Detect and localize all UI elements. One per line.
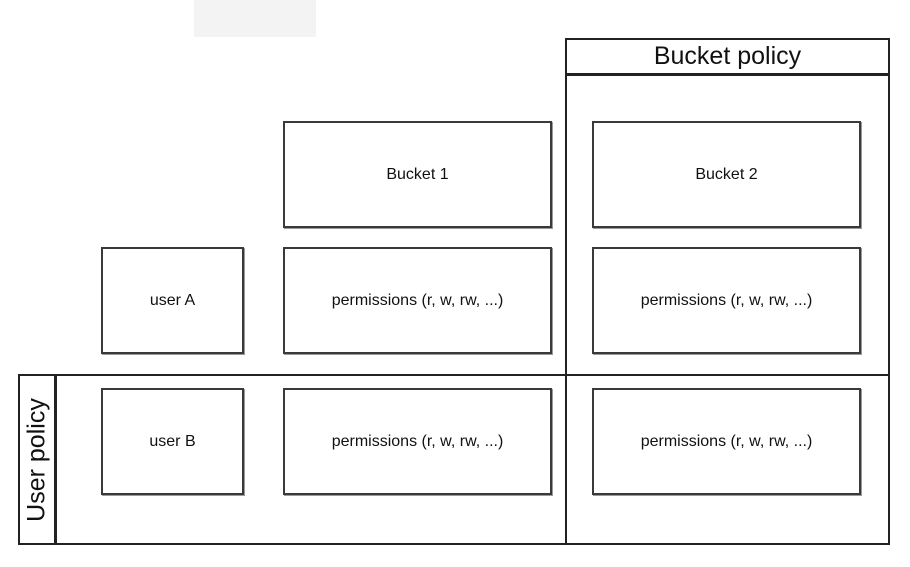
permissions-label: permissions (r, w, rw, ...) (331, 432, 504, 450)
permissions-user-a-bucket-2: permissions (r, w, rw, ...) (592, 247, 861, 354)
user-policy-label: User policy (22, 397, 51, 522)
bucket-policy-title: Bucket policy (565, 38, 890, 76)
user-b-box: user B (101, 388, 244, 495)
user-b-label: user B (149, 432, 196, 450)
bucket-1-box: Bucket 1 (283, 121, 552, 228)
permissions-user-a-bucket-1: permissions (r, w, rw, ...) (283, 247, 552, 354)
bucket-policy-label: Bucket policy (653, 42, 802, 70)
permissions-label: permissions (r, w, rw, ...) (331, 291, 504, 309)
background-artifact (194, 0, 316, 37)
permissions-label: permissions (r, w, rw, ...) (640, 432, 813, 450)
bucket-2-box: Bucket 2 (592, 121, 861, 228)
permissions-user-b-bucket-2: permissions (r, w, rw, ...) (592, 388, 861, 495)
user-policy-title: User policy (18, 374, 57, 545)
user-a-box: user A (101, 247, 244, 354)
bucket-2-label: Bucket 2 (695, 165, 758, 183)
permissions-label: permissions (r, w, rw, ...) (640, 291, 813, 309)
permissions-user-b-bucket-1: permissions (r, w, rw, ...) (283, 388, 552, 495)
user-a-label: user A (149, 291, 196, 309)
bucket-1-label: Bucket 1 (386, 165, 449, 183)
